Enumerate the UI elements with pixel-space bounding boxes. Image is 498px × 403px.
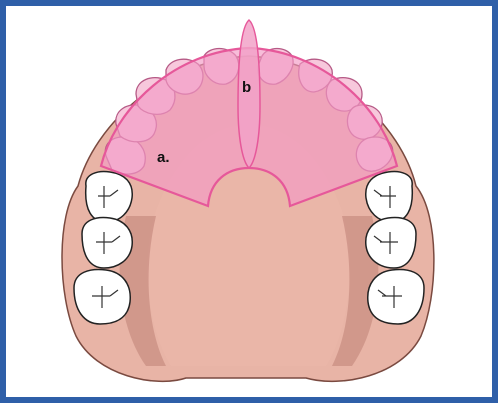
label-a: a. bbox=[157, 149, 170, 166]
label-b: b bbox=[242, 79, 251, 96]
maxillary-arch-illustration: a. b bbox=[6, 6, 492, 397]
